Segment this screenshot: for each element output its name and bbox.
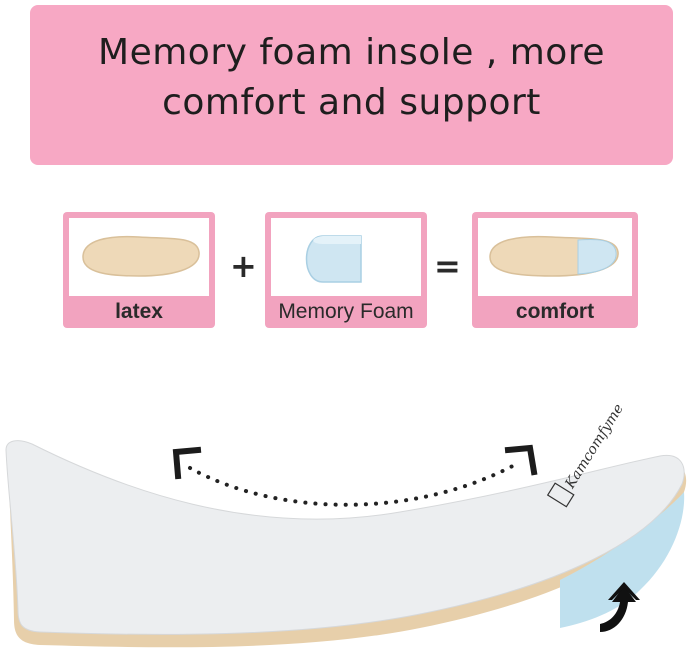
memory-foam-label: Memory Foam [278, 300, 414, 323]
latex-card: latex [63, 212, 215, 328]
latex-label: latex [115, 300, 163, 323]
headline-banner [30, 5, 673, 165]
headline: Memory foam insole , more comfort and su… [30, 28, 673, 128]
comfort-card: comfort [472, 212, 638, 328]
plus-sign: + [230, 247, 257, 285]
flex-arc-dots [188, 460, 522, 507]
comfort-label: comfort [515, 300, 595, 323]
latex-insole-icon [82, 235, 200, 277]
combined-insole-icon [489, 235, 619, 277]
flexing-insole-illustration: Kamcomfyme [5, 401, 687, 648]
flex-up-arrow-icon [600, 582, 640, 632]
left-arrow-head-icon [172, 446, 202, 480]
insole-top-cover [5, 440, 685, 635]
foam-image-frame [271, 218, 421, 296]
headline-line-2: comfort and support [162, 82, 541, 123]
foam-heel-layer [560, 492, 685, 628]
comfort-image-frame [478, 218, 632, 296]
headline-line-1: Memory foam insole , more [98, 32, 605, 73]
memory-foam-pad-icon [305, 235, 362, 283]
latex-image-frame [69, 218, 209, 296]
memory-foam-card: Memory Foam [265, 212, 427, 328]
equals-sign: = [434, 247, 461, 285]
right-arrow-head-icon [504, 444, 538, 476]
